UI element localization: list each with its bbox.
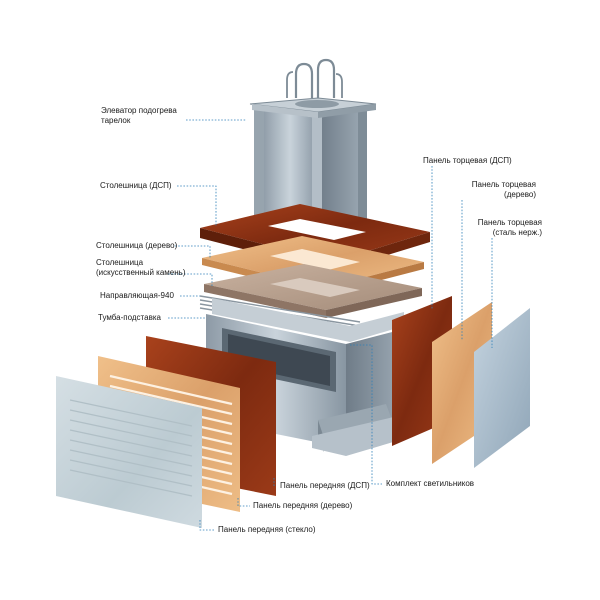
label-front-dsp: Панель передняя (ДСП) (280, 481, 370, 490)
label-elevator-line1: Элеватор подогрева (101, 106, 177, 115)
label-guide: Направляющая-940 (100, 291, 174, 300)
label-top-stone-line2: (искусственный камень) (96, 268, 186, 277)
label-front-wood: Панель передняя (дерево) (253, 501, 353, 510)
label-base: Тумба-подставка (98, 313, 161, 322)
label-front-glass: Панель передняя (стекло) (218, 525, 316, 534)
label-end-steel-line1: Панель торцевая (477, 218, 542, 227)
top-stone-part (204, 264, 422, 318)
leader-lines (168, 119, 493, 531)
label-end-dsp: Панель торцевая (ДСП) (423, 156, 512, 165)
elevator-part (249, 58, 377, 234)
label-lights: Комплект светильников (386, 479, 475, 488)
label-end-steel-line2: (сталь нерж.) (492, 228, 542, 237)
label-end-wood-line1: Панель торцевая (471, 180, 536, 189)
end-steel-part (474, 308, 530, 468)
label-top-wood: Столешница (дерево) (96, 241, 178, 250)
label-top-stone-line1: Столешница (96, 258, 144, 267)
front-glass-part (56, 376, 202, 528)
label-top-dsp: Столешница (ДСП) (100, 181, 172, 190)
label-elevator-line2: тарелок (101, 116, 131, 125)
label-end-wood-line2: (дерево) (504, 190, 536, 199)
